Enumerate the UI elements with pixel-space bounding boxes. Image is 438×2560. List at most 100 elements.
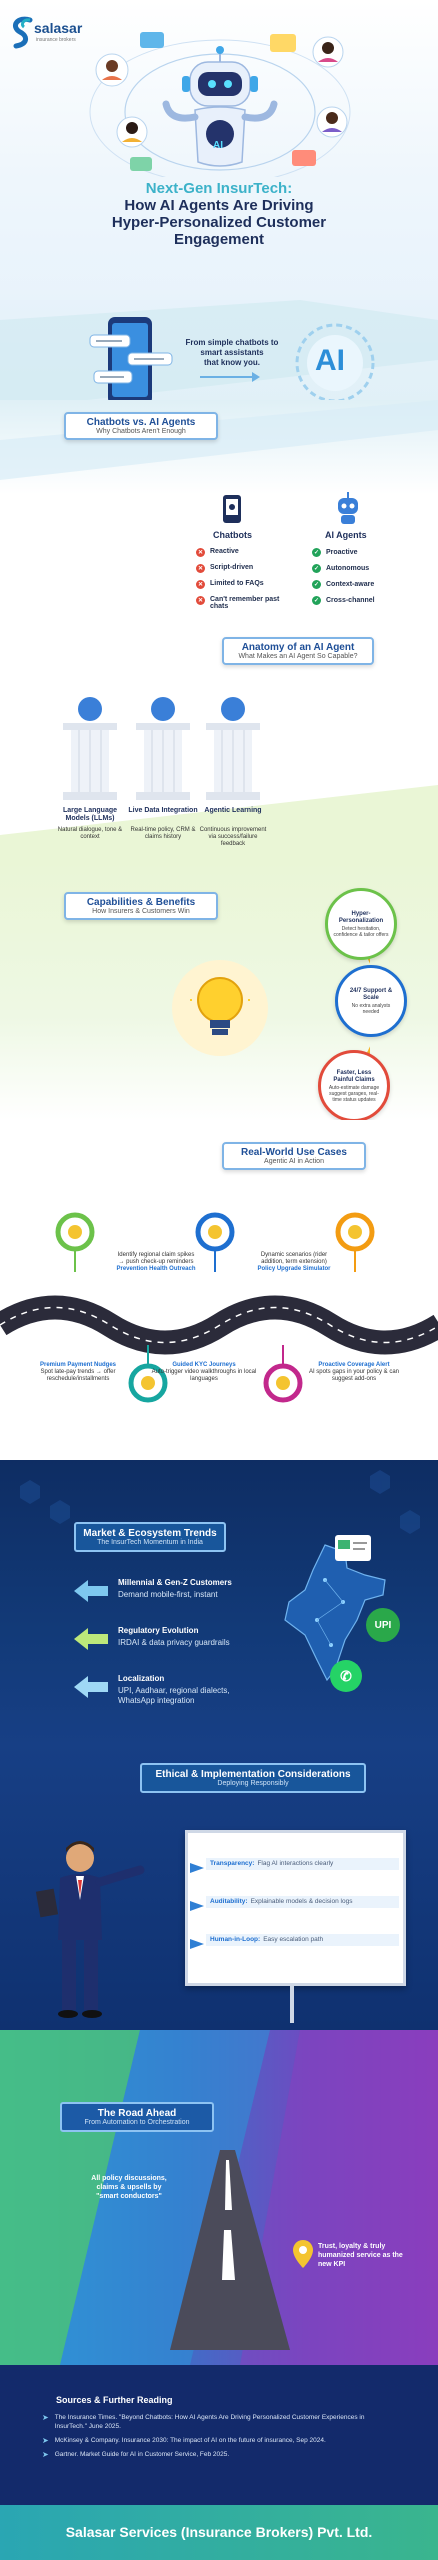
- road-graphic: [150, 2150, 300, 2350]
- capability-title: 24/7 Support & Scale: [349, 987, 393, 1001]
- road-wave: [0, 1295, 438, 1355]
- chatbot-trait-row: ✕Limited to FAQs: [196, 580, 306, 589]
- sources-list: ➤The Insurance Times. "Beyond Chatbots: …: [42, 2413, 392, 2464]
- phone-chat-illustration: [88, 315, 178, 410]
- footer-company: Salasar Services (Insurance Brokers) Pvt…: [65, 2524, 373, 2540]
- capability-desc: No extra analysts needed: [351, 1002, 391, 1015]
- checkpoint-icon: [293, 2240, 313, 2273]
- ethics-subtitle: Deploying Responsibly: [217, 1780, 289, 1787]
- source-item[interactable]: ➤The Insurance Times. "Beyond Chatbots: …: [42, 2413, 392, 2431]
- intro-text: From simple chatbots to smart assistants…: [182, 338, 282, 368]
- chatbot-trait: Limited to FAQs: [210, 580, 264, 587]
- intro-text-line1: From simple chatbots to: [185, 338, 279, 347]
- pin-magenta: [263, 1345, 303, 1410]
- logo-swirl-icon: [13, 16, 33, 49]
- chatbot-trait: Can't remember past chats: [210, 596, 280, 610]
- chatbot-trait: Reactive: [210, 548, 239, 555]
- road-right-text: Trust, loyalty & truly humanized service…: [318, 2243, 403, 2268]
- pillar-desc: Continuous improvement via success/failu…: [199, 827, 267, 847]
- brand-tagline: insurance brokers: [36, 37, 76, 43]
- ethics-item: Auditability:Explainable models & decisi…: [206, 1896, 399, 1908]
- agent-trait-row: ✓Proactive: [312, 548, 422, 557]
- agent-trait: Autonomous: [326, 565, 370, 572]
- brand-logo: salasar insurance brokers: [10, 14, 100, 54]
- hero-title: Next-Gen InsurTech: How AI Agents Are Dr…: [0, 180, 438, 248]
- use-case-title: Premium Payment Nudges: [39, 1362, 117, 1368]
- capabilities-section: Capabilities & Benefits How Insurers & C…: [0, 860, 438, 1120]
- chatbots-list: ✕Reactive✕Script-driven✕Limited to FAQs✕…: [196, 548, 306, 617]
- use-case-top: Dynamic scenarios (rider addition, term …: [254, 1252, 334, 1273]
- robot-chest-label: AI: [213, 140, 223, 151]
- brand-name: salasar: [34, 20, 83, 36]
- market-item-desc: Demand mobile-first, instant: [118, 1590, 218, 1599]
- hero-section: salasar insurance brokers: [0, 0, 438, 330]
- agent-trait: Cross-channel: [326, 597, 375, 604]
- intro-text-line3: that know you.: [204, 358, 260, 367]
- road-ahead-header: The Road Ahead From Automation to Orches…: [60, 2102, 214, 2132]
- x-icon: ✕: [196, 596, 205, 605]
- hero-title-line3: Hyper-Personalized Customer: [111, 214, 327, 231]
- check-icon: ✓: [312, 596, 321, 605]
- market-subtitle: The InsurTech Momentum in India: [97, 1539, 203, 1546]
- hero-title-line2: How AI Agents Are Driving: [124, 197, 314, 214]
- source-text: Gartner. Market Guide for AI in Customer…: [54, 2451, 230, 2458]
- capability-desc: Detect hesitation, confidence & tailor o…: [333, 925, 389, 938]
- whatsapp-icon: ✆: [330, 1660, 362, 1692]
- arrow-icon: [200, 370, 260, 389]
- agent-trait-row: ✓ Cross-channel: [312, 596, 422, 605]
- intro-text-line2: smart assistants: [200, 348, 264, 357]
- arrow-icon: [190, 1936, 204, 1954]
- pillar-column-icon: [136, 697, 190, 800]
- pillar-title: Large Language Models (LLMs): [62, 807, 118, 822]
- use-case-title: Proactive Coverage Alert: [318, 1362, 390, 1368]
- use-case-desc: Spot late-pay trends → offer reschedule/…: [40, 1369, 116, 1382]
- pin-green: [55, 1212, 95, 1277]
- use-case-desc: AI spots gaps in your policy & can sugge…: [308, 1369, 400, 1382]
- robot-illustration: AI: [70, 12, 370, 185]
- footer: Salasar Services (Insurance Brokers) Pvt…: [0, 2505, 438, 2560]
- arrow-icon: [190, 1860, 204, 1878]
- pillar-1: Large Language Models (LLMs) Natural dial…: [55, 695, 125, 855]
- anatomy-header: Anatomy of an AI Agent What Makes an AI …: [222, 637, 374, 665]
- road-ahead-subtitle: From Automation to Orchestration: [84, 2119, 190, 2126]
- market-section: Market & Ecosystem Trends The InsurTech …: [0, 1460, 438, 1745]
- pillar-title: Agentic Learning: [204, 807, 262, 814]
- chatbots-vs-section: Chatbots vs. AI Agents Why Chatbots Aren…: [0, 400, 438, 635]
- use-case-title: Policy Upgrade Simulator: [257, 1266, 331, 1272]
- anatomy-title: Anatomy of an AI Agent: [241, 642, 355, 653]
- anatomy-subtitle: What Makes an AI Agent So Capable?: [238, 653, 358, 660]
- ethics-item-desc: Flag AI interactions clearly: [257, 1860, 334, 1867]
- pillar-title: Live Data Integration: [128, 807, 198, 814]
- ethics-item-label: Human-in-Loop:: [210, 1936, 261, 1943]
- arrow-icon: [74, 1628, 108, 1655]
- pillar-column-icon: [206, 697, 260, 800]
- agent-trait-row: ✓Autonomous: [312, 564, 422, 573]
- market-item-title: Localization: [118, 1674, 165, 1683]
- source-item[interactable]: ➤McKinsey & Company. Insurance 2030: The…: [42, 2436, 392, 2445]
- arrow-icon: [74, 1676, 108, 1703]
- arrow-icon: ➤: [42, 2436, 49, 2445]
- ai-brain-graphic: AI: [285, 318, 385, 408]
- upi-badge: UPI: [366, 1608, 400, 1642]
- road-ahead-section: The Road Ahead From Automation to Orches…: [0, 2030, 438, 2365]
- arrow-icon: ➤: [42, 2450, 49, 2459]
- market-item-desc: UPI, Aadhaar, regional dialects, WhatsAp…: [118, 1686, 230, 1705]
- arrow-icon: ➤: [42, 2413, 49, 2422]
- capabilities-subtitle: How Insurers & Customers Win: [92, 908, 190, 915]
- capabilities-header: Capabilities & Benefits How Insurers & C…: [64, 892, 218, 920]
- source-item[interactable]: ➤ Gartner. Market Guide for AI in Custome…: [42, 2450, 392, 2459]
- agents-column-label: AI Agents: [325, 530, 367, 540]
- pillar-desc: Natural dialogue, tone & context: [57, 827, 123, 840]
- use-cases-title: Real-World Use Cases: [241, 1147, 347, 1158]
- chatbots-column-label: Chatbots: [213, 530, 252, 540]
- ethics-item-desc: Easy escalation path: [263, 1936, 324, 1943]
- capability-title: Faster, Less Painful Claims: [333, 1069, 375, 1083]
- presenter-illustration: [30, 1830, 150, 2025]
- lightbulb-icon: [184, 966, 256, 1057]
- use-case-top: Identify regional claim spikes → push ch…: [116, 1252, 196, 1273]
- chatbots-vs-title: Chatbots vs. AI Agents: [86, 417, 196, 428]
- use-case-desc: Dynamic scenarios (rider addition, term …: [260, 1252, 328, 1265]
- chatbot-trait-row: ✕ Can't remember past chats: [196, 596, 306, 610]
